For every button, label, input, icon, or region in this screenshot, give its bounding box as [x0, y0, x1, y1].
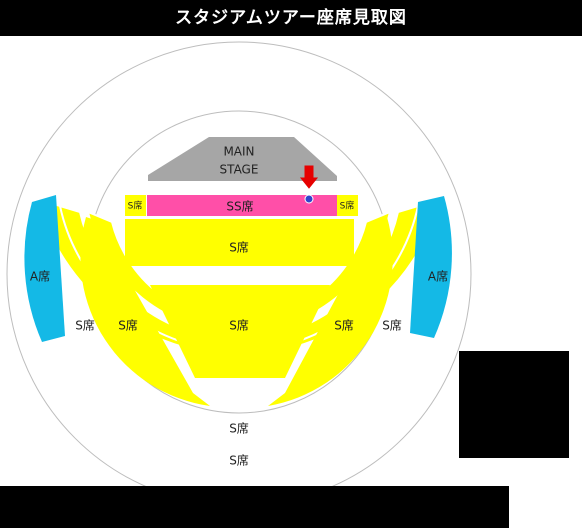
s-section-center[interactable] — [150, 285, 330, 378]
s-section-upper-center-label: S席 — [229, 240, 249, 255]
s-section-inner-left-label: S席 — [118, 318, 138, 333]
s-section-outer-right-label: S席 — [382, 318, 402, 333]
a-section-right[interactable] — [410, 196, 452, 338]
stage-label-line2: STAGE — [220, 163, 259, 177]
s-section-inner-right[interactable] — [268, 217, 393, 406]
s-section-bottom-2-label: S席 — [229, 453, 249, 468]
s-section-small-left[interactable] — [125, 195, 146, 216]
a-section-right-label: A席 — [428, 269, 448, 284]
s-section-small-right-label: S席 — [340, 200, 355, 212]
ss-section-label: SS席 — [226, 199, 253, 214]
ss-section[interactable] — [147, 195, 337, 216]
s-section-bottom-1-label: S席 — [229, 421, 249, 436]
s-section-small-right[interactable] — [337, 195, 358, 216]
a-section-left-label: A席 — [30, 269, 50, 284]
a-section-left[interactable] — [24, 195, 66, 342]
redaction-box-right — [459, 351, 569, 458]
page-title: スタジアムツアー座席見取図 — [0, 0, 582, 36]
s-section-outer-left-label: S席 — [75, 318, 95, 333]
seat-marker-dot — [304, 194, 314, 204]
s-section-inner-right-label: S席 — [334, 318, 354, 333]
s-section-center-label: S席 — [229, 318, 249, 333]
main-stage — [148, 137, 337, 181]
s-section-inner-left[interactable] — [80, 217, 210, 406]
s-section-small-left-label: S席 — [128, 200, 143, 212]
s-section-upper-center[interactable] — [125, 219, 354, 266]
down-arrow-icon — [299, 165, 319, 189]
stage-label-line1: MAIN — [223, 145, 254, 159]
redaction-box-bottom — [0, 486, 509, 528]
